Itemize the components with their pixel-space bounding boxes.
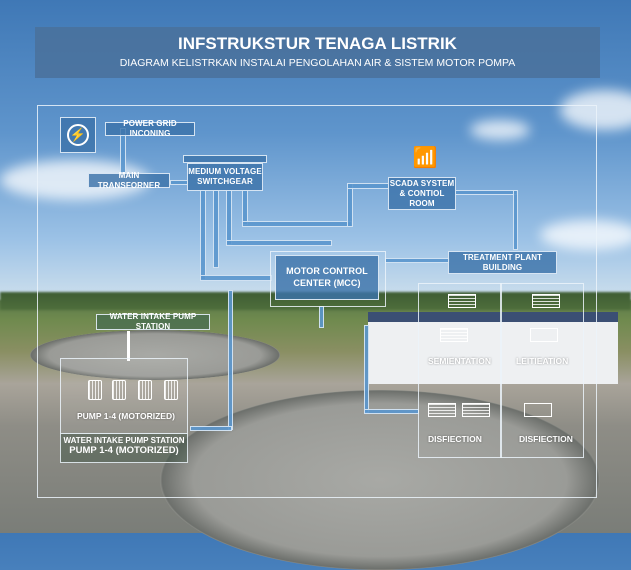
title-banner: INFSTRUKSTUR TENAGA LISTRIK DIAGRAM KELI… bbox=[35, 27, 600, 78]
motor-icon bbox=[448, 294, 476, 308]
connector bbox=[364, 409, 419, 414]
footer-label-1: WATER INTAKE PUMP STATION bbox=[63, 436, 185, 445]
diagram-frame bbox=[37, 105, 597, 498]
page-subtitle: DIAGRAM KELISTRKAN INSTALAI PENGOLAHAN A… bbox=[119, 57, 516, 69]
water-intake-node: WATER INTAKE PUMP STATION bbox=[96, 312, 210, 331]
wifi-icon: 📶 bbox=[412, 147, 438, 169]
connector bbox=[364, 325, 369, 413]
pump-icon bbox=[164, 380, 178, 400]
filtration-label: LEITIEATION bbox=[516, 356, 569, 366]
cloud bbox=[470, 120, 530, 140]
clarifier-tank bbox=[30, 330, 280, 380]
treatment-building-photo bbox=[368, 312, 618, 384]
scada-label-2: & CONTIOL ROOM bbox=[399, 188, 445, 208]
cloud bbox=[560, 90, 631, 130]
connector bbox=[200, 190, 206, 280]
pump-caption: PUMP 1-4 (MOTORIZED) bbox=[77, 411, 175, 421]
cloud bbox=[540, 220, 631, 250]
main-transformer-node: MAIN TRANSFORNER bbox=[88, 171, 170, 190]
mcc-label-2: CENTER (MCC) bbox=[293, 277, 361, 288]
disinfection-label-1: DISFIECTION bbox=[428, 434, 482, 444]
treatment-label-2: BUILDING bbox=[482, 262, 523, 272]
switchgear-node: MEDIUM VOLTAGE SWITCHGEAR bbox=[187, 163, 263, 191]
arrow-connector bbox=[127, 331, 130, 361]
power-grid-label: POWER GRID INCONING bbox=[105, 119, 195, 138]
connector bbox=[242, 221, 352, 227]
connector bbox=[513, 190, 518, 250]
pump-icon bbox=[88, 380, 102, 400]
motor-icon bbox=[462, 403, 490, 417]
treatment-label-1: TREATMENT PLANT bbox=[462, 252, 543, 262]
switchgear-label-2: SWITCHGEAR bbox=[197, 177, 253, 186]
connector bbox=[213, 190, 219, 268]
connector bbox=[385, 258, 450, 263]
panel-divider bbox=[500, 283, 502, 458]
scada-label-1: SCADA SYSTEM bbox=[389, 178, 455, 188]
connector bbox=[242, 190, 248, 225]
motor-icon bbox=[440, 328, 468, 342]
motor-icon bbox=[532, 294, 560, 308]
switchgear-busbar bbox=[183, 155, 267, 163]
switchgear-label-1: MEDIUM VOLTAGE bbox=[188, 167, 262, 176]
mcc-frame bbox=[270, 251, 386, 307]
connector bbox=[226, 240, 332, 246]
pump-icon bbox=[138, 380, 152, 400]
connector bbox=[347, 183, 353, 227]
mcc-node: MOTOR CONTROL CENTER (MCC) bbox=[275, 255, 379, 300]
sedimentation-label: SEMIENTATION bbox=[428, 356, 491, 366]
connector bbox=[347, 183, 389, 189]
pump-station-footer: WATER INTAKE PUMP STATION PUMP 1-4 (MOTO… bbox=[60, 433, 188, 463]
lightning-icon: ⚡ bbox=[67, 124, 89, 146]
motor-icon bbox=[428, 403, 456, 417]
disinfection-label-2: DISFIECTION bbox=[519, 434, 573, 444]
connector bbox=[170, 180, 188, 185]
power-grid-icon-box: ⚡ bbox=[60, 117, 96, 153]
connector bbox=[455, 190, 517, 195]
connector bbox=[200, 275, 272, 281]
connector bbox=[226, 190, 232, 245]
connector bbox=[319, 306, 324, 328]
treatment-plant-node: TREATMENT PLANT BUILDING bbox=[448, 251, 557, 274]
mcc-label-1: MOTOR CONTROL bbox=[286, 266, 368, 277]
connector bbox=[190, 426, 232, 431]
connector bbox=[228, 290, 233, 430]
motor-icon bbox=[524, 403, 552, 417]
motor-icon bbox=[530, 328, 558, 342]
pump-icon bbox=[112, 380, 126, 400]
footer-label-2: PUMP 1-4 (MOTORIZED) bbox=[69, 445, 179, 456]
page-title: INFSTRUKSTUR TENAGA LISTRIK bbox=[178, 34, 457, 53]
scada-node: SCADA SYSTEM & CONTIOL ROOM bbox=[388, 177, 456, 210]
